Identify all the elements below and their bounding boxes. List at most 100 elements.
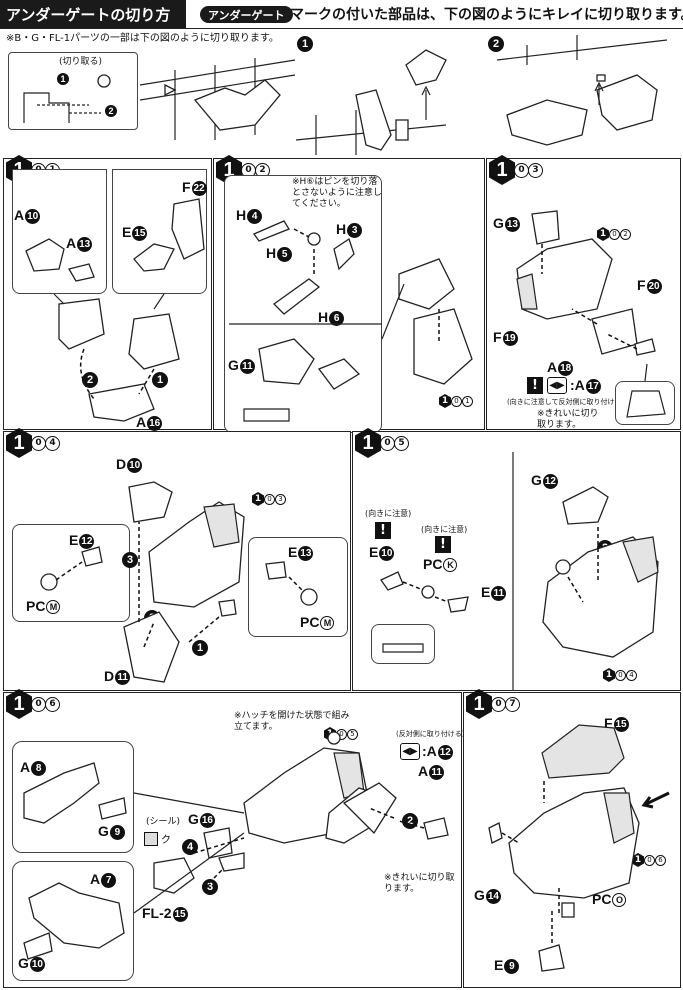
- step-03-badge: 1 0 3: [489, 155, 543, 185]
- step-05-note-dir-1: (向きに注意): [365, 509, 412, 518]
- cut-panel-2-badge: 2: [488, 36, 504, 52]
- step-01-arrow-1: 1: [152, 372, 168, 388]
- step-06-panel: 1 0 6 ※ハッチを開けた状態で組み立てます。 105 (反対側に取り付ける)…: [3, 689, 465, 988]
- header-note: ※B・G・FL-1パーツの一部は下の図のように切り取ります。: [6, 33, 279, 44]
- step-06-note-cut: ※きれいに切り取ります。: [384, 873, 455, 894]
- step-06-badge: 1 0 6: [6, 689, 60, 719]
- step-04-badge: 1 0 4: [6, 428, 60, 458]
- header-pill: アンダーゲート: [200, 6, 293, 23]
- step-04-panel: 1 0 4 D10 103 E12 PCM E13 PCM D11 3 2 1: [3, 428, 351, 691]
- cut-label: (切り取る): [59, 57, 103, 67]
- header-text: マークの付いた部品は、下の図のようにキレイに切り取ります。: [290, 7, 683, 23]
- step-03-note-small: (向きに注意して反対側に取り付ける): [507, 398, 625, 406]
- step-05-badge: 1 0 5: [355, 428, 409, 458]
- warning-icon-e10: !: [375, 522, 391, 539]
- header-title: アンダーゲートの切り方: [0, 0, 186, 28]
- seal-icon: [144, 831, 158, 846]
- step-01-drawing: [25, 198, 205, 422]
- header-bar: アンダーゲートの切り方 アンダーゲート マークの付いた部品は、下の図のようにキレ…: [0, 0, 683, 29]
- step-07-drawing: [488, 724, 670, 972]
- step-04-arrow-3: 3: [122, 552, 138, 568]
- cut-panel-1-badge: 1: [297, 36, 313, 52]
- step-06-note: ※ハッチを開けた状態で組み立てます。: [234, 711, 350, 732]
- step-01-arrow-2: 2: [82, 372, 98, 388]
- cut-step-2: 2: [105, 105, 117, 117]
- step-06-arrow-3: 3: [202, 879, 218, 895]
- cut-panel-2-drawing: [496, 35, 668, 146]
- step-04-inset-left: [12, 524, 130, 622]
- step-04-arrow-1: 1: [192, 640, 208, 656]
- cut-detail-inset: (切り取る) 1 2: [8, 52, 138, 130]
- seal-mark: ク: [144, 831, 171, 846]
- step-06-drawing: [23, 731, 449, 960]
- cut-step-1: 1: [57, 73, 69, 85]
- step-03-gate-inset: [615, 381, 675, 425]
- step-01-panel: 1 0 1 A10 A13 E15 F22 A16 2 1: [3, 155, 212, 431]
- seal-label: (シール): [146, 817, 181, 827]
- step-06-note-small: (反対側に取り付ける): [396, 730, 465, 738]
- warning-icon: !: [527, 377, 543, 394]
- step-06-arrow-4: 4: [182, 839, 198, 855]
- cut-panel-1-drawing: [295, 49, 447, 155]
- step-02-note: ※H⑥はピンを切り落とさないように注意してください。: [292, 177, 382, 209]
- flip-icon: ◀▶: [547, 377, 567, 394]
- cut-detail-drawing: [23, 74, 111, 123]
- step-07-badge: 1 0 7: [466, 689, 520, 719]
- step-03-note-cut: ※きれいに切り取ります。: [537, 409, 599, 430]
- step-03-drawing: [516, 210, 666, 418]
- step-02-drawing: [229, 220, 473, 422]
- step-04-drawing: [40, 481, 318, 683]
- warning-icon-pck: !: [435, 536, 451, 553]
- step-05-drawing: [380, 452, 659, 690]
- step-05-note-dir-2: (向きに注意): [421, 525, 468, 534]
- cut-frame-drawing: [139, 58, 296, 140]
- flip-icon: ◀▶: [400, 743, 420, 760]
